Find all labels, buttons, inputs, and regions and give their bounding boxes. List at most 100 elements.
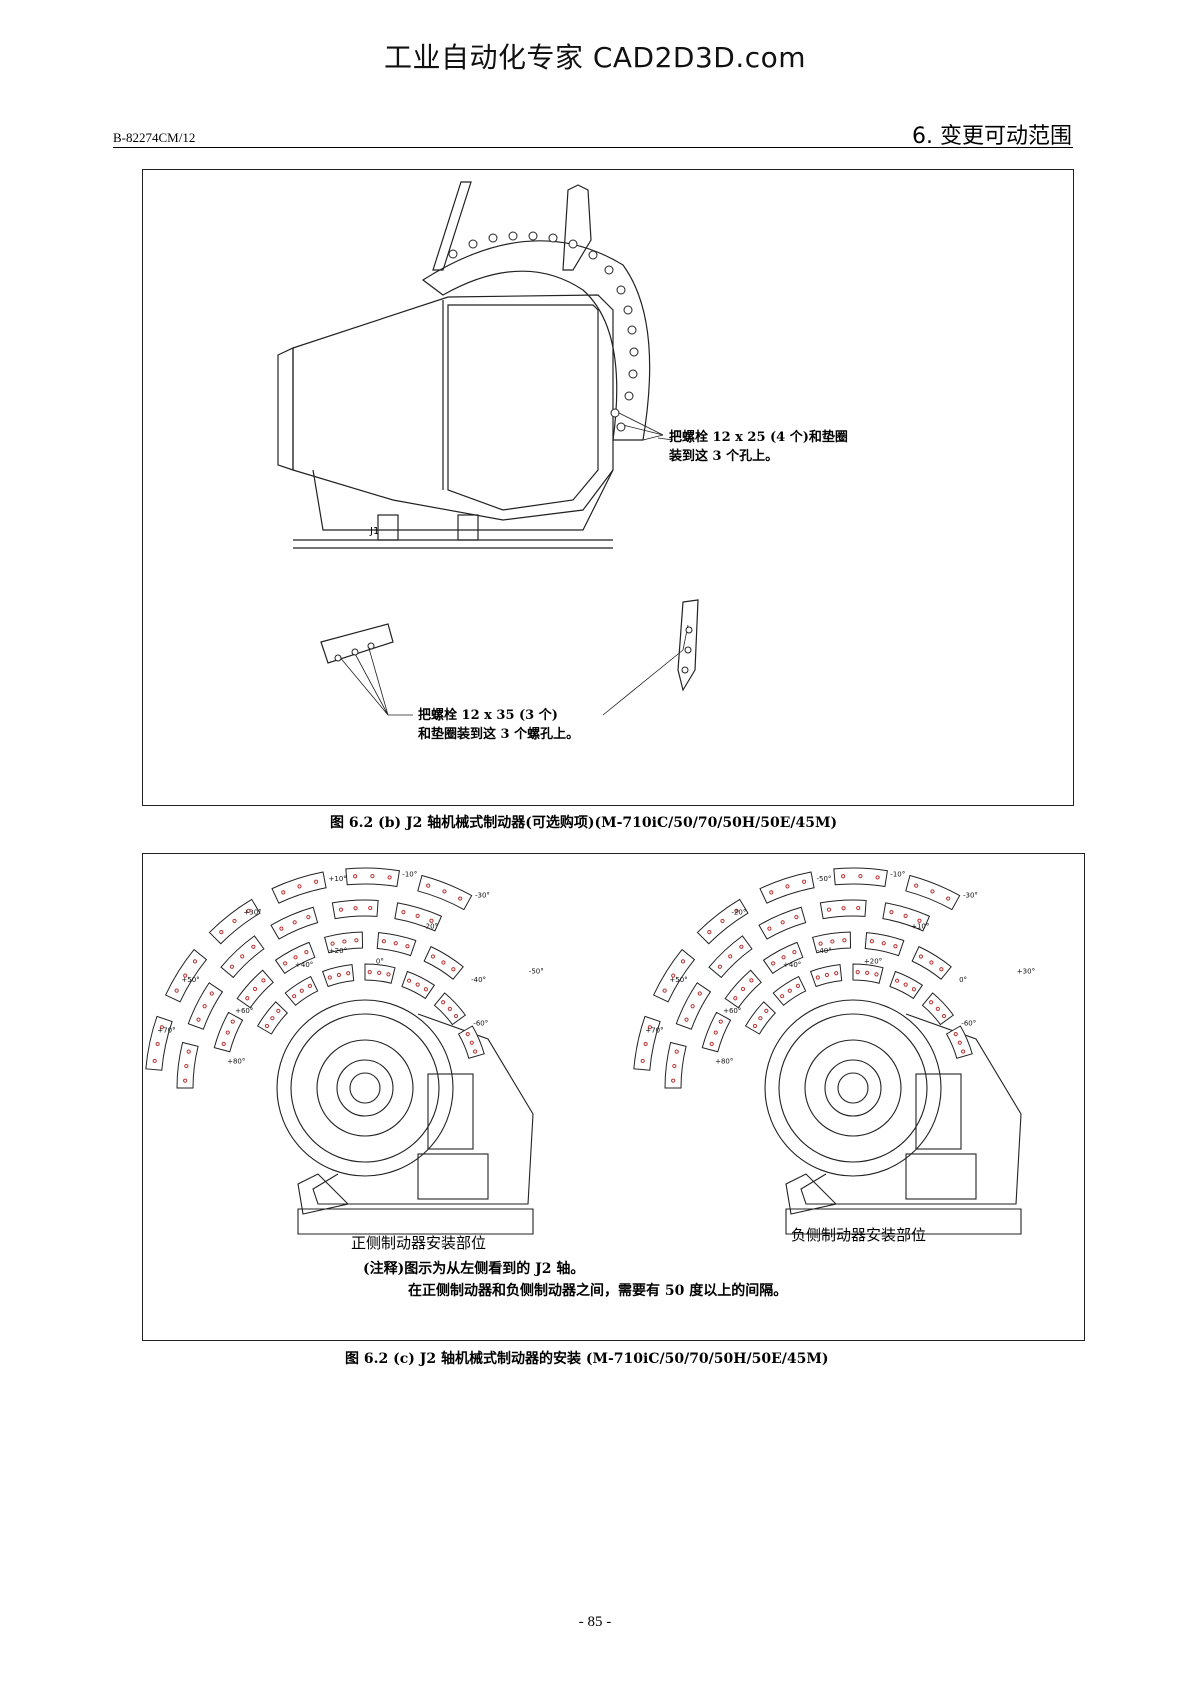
segment-bolt-hole — [842, 938, 847, 943]
segment-bolt-hole — [680, 959, 686, 964]
segment-bolt-hole — [830, 939, 835, 944]
segment-bolt-hole — [855, 969, 860, 975]
segment-bolt-hole — [674, 1049, 679, 1054]
segment-bolt-hole — [209, 991, 214, 996]
brake-segment-ring1-1 — [236, 969, 274, 1009]
segment-bolt-hole — [299, 988, 304, 993]
segment-bolt-hole — [941, 1013, 947, 1019]
segment-bolt-hole — [824, 972, 830, 978]
angle-label: -50° — [817, 875, 832, 883]
segment-bolt-hole — [232, 918, 237, 924]
segment-bolt-hole — [780, 920, 785, 925]
right-brake-segments — [633, 867, 973, 1089]
angle-label: -20° — [731, 908, 746, 916]
segment-bolt-hole — [245, 996, 250, 1001]
segment-bolt-hole — [473, 1049, 478, 1054]
segment-bolt-hole — [875, 875, 880, 880]
segment-bolt-hole — [276, 1008, 281, 1013]
angle-label: 0° — [376, 958, 384, 966]
brake-segment-ring0-1 — [772, 975, 807, 1006]
angle-label: +60° — [723, 1007, 741, 1015]
figure-c-caption: 图 6.2 (c) J2 轴机械式制动器的安装 (M-710iC/50/70/5… — [345, 1351, 829, 1367]
segment-bolt-hole — [423, 987, 428, 992]
segment-bolt-hole — [281, 890, 286, 895]
brake-segment-ring1-4 — [864, 932, 905, 957]
brake-segment-ring1-0 — [701, 1011, 732, 1053]
brake-segment-ring2-3 — [270, 906, 319, 940]
angle-label: +50° — [181, 976, 199, 984]
segment-bolt-hole — [338, 907, 344, 912]
segment-bolt-hole — [894, 978, 900, 983]
angle-label: +80° — [227, 1058, 245, 1066]
segment-bolt-hole — [442, 889, 447, 894]
segment-bolt-hole — [336, 972, 342, 978]
figure-b-caption: 图 6.2 (b) J2 轴机械式制动器(可选购项)(M-710iC/50/70… — [330, 815, 838, 831]
segment-bolt-hole — [451, 967, 456, 972]
brake-segment-ring1-5 — [423, 945, 464, 980]
segment-bolt-hole — [307, 983, 313, 988]
note-bolt-35-line2: 和垫圈装到这 3 个螺孔上。 — [418, 727, 580, 742]
segment-bolt-hole — [717, 964, 723, 969]
segment-bolt-hole — [426, 883, 431, 888]
segment-bolt-hole — [709, 1041, 714, 1047]
segment-bolt-hole — [393, 941, 398, 946]
segment-bolt-hole — [159, 1025, 165, 1030]
right-side-label: 负侧制动器安装部位 — [791, 1226, 927, 1244]
segment-bolt-hole — [749, 978, 754, 983]
brake-segment-ring1-2 — [762, 941, 804, 975]
brake-segment-ring2-2 — [708, 935, 753, 979]
segment-bolt-hole — [465, 1032, 470, 1037]
segment-bolt-hole — [869, 939, 874, 944]
figure-c-note-line1: (注释)图示为从左侧看到的 J2 轴。 — [363, 1261, 585, 1277]
segment-bolt-hole — [794, 915, 799, 920]
segment-bolt-hole — [353, 874, 358, 879]
note-bolt-25-line2: 装到这 3 个孔上。 — [669, 449, 779, 464]
angle-label: +20° — [864, 958, 882, 966]
segment-bolt-hole — [441, 1000, 446, 1005]
segment-bolt-hole — [415, 913, 420, 918]
angle-label: +30° — [1017, 967, 1035, 975]
brake-segment-ring1-4 — [376, 932, 417, 957]
segment-bolt-hole — [354, 938, 359, 943]
segment-bolt-hole — [889, 910, 894, 915]
segment-bolt-hole — [330, 941, 335, 946]
brake-segment-ring2-1 — [675, 982, 712, 1030]
segment-bolt-hole — [283, 961, 288, 966]
angle-label: -10° — [402, 870, 417, 878]
segment-bolt-hole — [764, 1008, 769, 1013]
segment-bolt-hole — [767, 926, 772, 931]
angle-label: -40° — [471, 976, 486, 984]
segment-bolt-hole — [370, 874, 375, 879]
segment-bolt-hole — [834, 971, 839, 976]
segment-bolt-hole — [707, 930, 712, 935]
segment-bolt-hole — [174, 988, 179, 993]
note-bolt-35: 把螺栓 12 x 35 (3 个) 和垫圈装到这 3 个螺孔上。 — [418, 706, 579, 744]
segment-bolt-hole — [261, 978, 266, 983]
segment-bolt-hole — [647, 1025, 653, 1030]
segment-bolt-hole — [826, 907, 832, 912]
segment-bolt-hole — [781, 955, 786, 960]
segment-bolt-hole — [229, 964, 235, 969]
segment-bolt-hole — [713, 1030, 718, 1035]
segment-bolt-hole — [815, 975, 820, 980]
angle-label: -40° — [817, 947, 832, 955]
segment-bolt-hole — [929, 960, 934, 965]
segment-bolt-hole — [792, 950, 797, 955]
segment-bolt-hole — [953, 1032, 958, 1037]
angle-label: -30° — [475, 892, 490, 900]
segment-bolt-hole — [270, 1016, 275, 1021]
segment-bolt-hole — [780, 994, 785, 999]
segment-bolt-hole — [672, 1063, 677, 1069]
brake-segment-ring0-6 — [945, 1025, 973, 1059]
segment-bolt-hole — [387, 875, 392, 880]
brake-segment-ring0-5 — [433, 992, 467, 1026]
segment-bolt-hole — [192, 959, 198, 964]
note-bolt-35-line1: 把螺栓 12 x 35 (3 个) — [418, 708, 558, 723]
segment-bolt-hole — [881, 941, 886, 946]
segment-bolt-hole — [671, 1078, 676, 1083]
segment-bolt-hole — [930, 889, 935, 894]
segment-bolt-hole — [219, 930, 224, 935]
segment-bolt-hole — [841, 874, 846, 879]
segment-bolt-hole — [453, 1013, 459, 1019]
segment-bolt-hole — [342, 939, 347, 944]
